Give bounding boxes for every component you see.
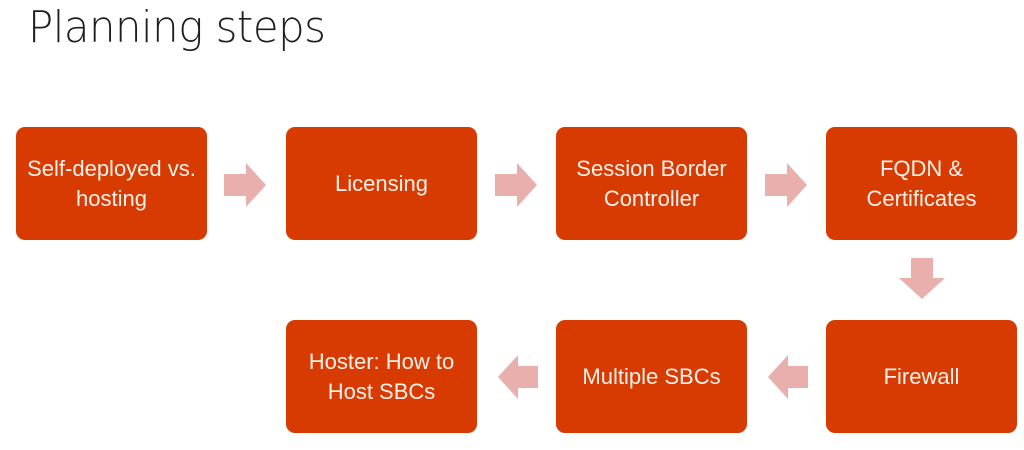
step-box-firewall: Firewall <box>826 320 1017 433</box>
step-label: Licensing <box>335 170 428 196</box>
arrow-left-icon <box>768 355 808 399</box>
step-label: FQDN & Certificates <box>866 155 977 211</box>
step-box-hoster: Hoster: How to Host SBCs <box>286 320 477 433</box>
arrow-down-icon <box>899 258 945 299</box>
arrow-left-icon <box>498 355 538 399</box>
step-box-session-border-controller: Session Border Controller <box>556 127 747 240</box>
step-box-self-deployed: Self-deployed vs. hosting <box>16 127 207 240</box>
arrow-right-icon <box>495 163 537 207</box>
step-label: Self-deployed vs. hosting <box>27 155 196 211</box>
step-box-multiple-sbcs: Multiple SBCs <box>556 320 747 433</box>
step-box-fqdn-certificates: FQDN & Certificates <box>826 127 1017 240</box>
step-label: Firewall <box>883 363 960 389</box>
arrow-right-icon <box>765 163 807 207</box>
step-label: Multiple SBCs <box>582 363 721 389</box>
step-box-licensing: Licensing <box>286 127 477 240</box>
step-label: Session Border Controller <box>576 155 727 211</box>
step-label: Hoster: How to Host SBCs <box>308 348 455 404</box>
arrow-right-icon <box>224 163 266 207</box>
page-title: Planning steps <box>28 2 326 53</box>
